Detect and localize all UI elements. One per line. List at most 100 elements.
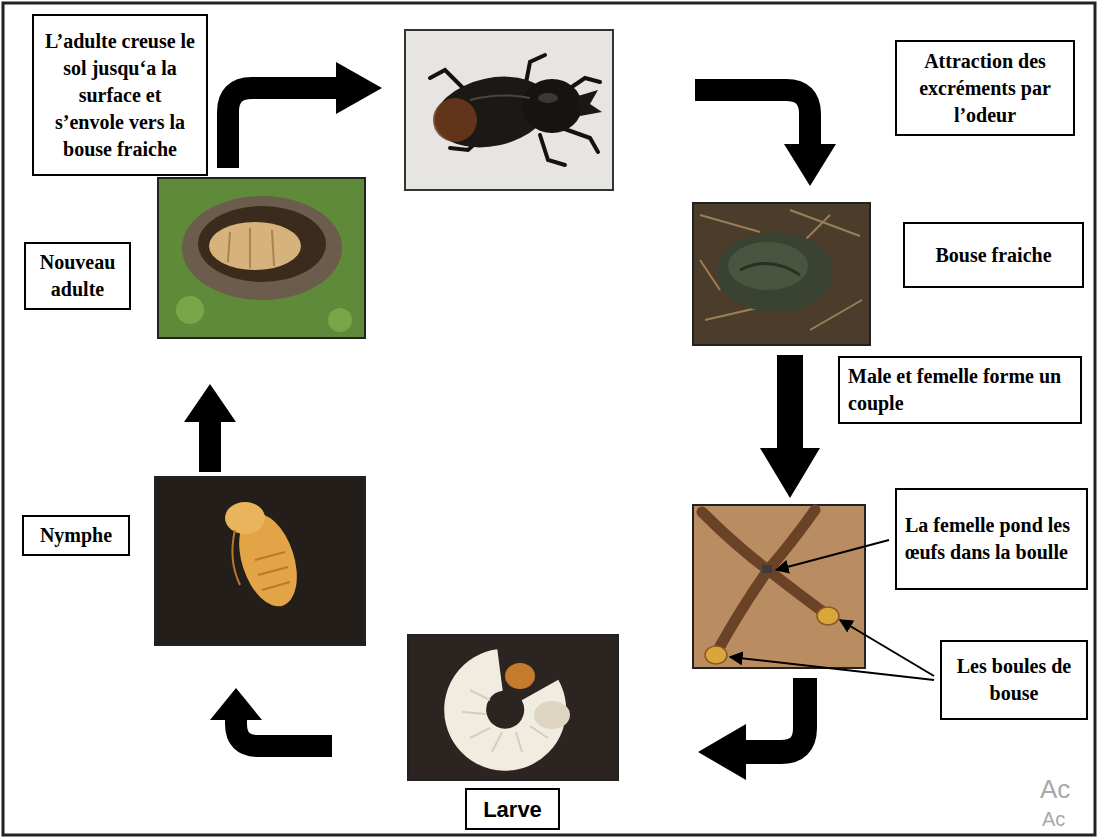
cycle-arrow-part [336,62,382,114]
cycle-arrow-part [742,678,805,752]
nymph-photo-part [225,502,265,534]
dung-photo-part-part [810,300,862,330]
new-adult-photo-part [209,222,301,270]
cycle-arrow [698,678,805,780]
outer-frame [3,3,1095,835]
stage-label-text: La femelle pond les œufs dans la boulle [905,512,1078,566]
cycle-arrow-part [784,144,836,186]
cycle-arrow-part [228,88,340,168]
dung-photo [693,203,870,345]
stage-label-text: Nouveau adulte [34,249,121,303]
beetle-photo-part [522,79,582,133]
tunnel-diagram-part [705,646,727,664]
larva-photo-part-part [470,690,490,700]
cycle-arrow-part [184,384,236,422]
larva-photo-part-part [462,712,486,714]
beetle-photo-part [578,90,602,116]
tunnel-diagram-part [817,607,839,625]
new-adult-photo-part [328,308,352,332]
nymph-photo-part [155,477,365,645]
nymph-photo-part-part [258,567,288,575]
new-adult-photo-part [158,178,365,338]
dung-photo-part-part [790,210,860,236]
cycle-arrow [210,688,332,746]
tunnel-diagram-part [762,565,772,573]
watermark-text: Ac [1040,774,1070,805]
stage-label-text: Nymphe [32,522,120,549]
stage-label-text: Bouse fraiche [913,242,1074,269]
tunnel-diagram [693,505,865,668]
dung-photo-part [728,242,808,290]
dung-photo-part [717,232,833,312]
stage-label-text: L’adulte creuse le sol jusqu‘a la surfac… [42,28,198,163]
nymph-photo-part-part [255,552,285,560]
dung-photo-part [700,210,862,330]
cycle-arrow-part [199,418,221,472]
dung-photo-part [740,264,800,275]
cycle-arrow [695,90,836,186]
nymph-photo-part-part [262,582,290,590]
beetle-photo-part [470,95,530,100]
stage-label-box: Attraction des excréments par l’odeur [895,40,1075,136]
dung-photo-part [693,203,870,345]
dung-photo-part-part [700,215,760,232]
cycle-arrow-part [236,716,332,746]
stage-label-text: Les boules de bouse [950,653,1078,707]
cycle-arrow-part [210,688,262,720]
cycle-arrow-part [695,90,810,148]
tunnel-diagram-part-part [768,570,826,614]
stage-label-box: Bouse fraiche [903,222,1084,288]
nymph-photo-part-part [232,530,240,585]
stage-label-text: Male et femelle forme un couple [848,363,1072,417]
nymph-photo [155,477,365,645]
cycle-arrow-part [760,448,820,498]
tunnel-diagram-part [702,510,826,650]
stage-label-box: Nymphe [22,515,130,556]
leader-line-part [840,620,934,676]
larva-photo-part [534,701,570,729]
beetle-photo-part-part [562,128,598,152]
new-adult-photo-part [198,206,326,282]
larva-photo-part [462,690,548,752]
new-adult-photo-part [228,228,274,268]
stage-label-box: La femelle pond les œufs dans la boulle [895,488,1088,590]
dung-photo-part-part [700,260,720,290]
stage-label-box: Male et femelle forme un couple [838,356,1082,424]
stage-label-box: Nouveau adulte [24,242,131,310]
stage-label-box: Les boules de bouse [940,640,1088,720]
larva-photo [408,635,618,780]
beetle-photo-part [433,98,477,142]
new-adult-photo [158,178,365,338]
beetle-photo [405,30,613,190]
larva-photo-part [408,635,618,780]
new-adult-photo-part-part [228,232,230,262]
cycle-arrow-part [777,355,803,452]
stage-label-text: Attraction des excréments par l’odeur [905,48,1065,129]
stage-label-box: L’adulte creuse le sol jusqu‘a la surfac… [32,14,208,176]
cycle-arrow [184,384,236,472]
stage-label-box: Larve [465,788,560,830]
new-adult-photo-part-part [249,228,251,268]
new-adult-photo-part [182,196,342,300]
new-adult-photo-part [176,296,204,324]
beetle-photo-part-part [540,135,565,165]
cycle-arrow [760,355,820,498]
tunnel-diagram-part-part [702,512,768,570]
larva-photo-part-part [516,732,522,752]
larva-photo-part-part [470,728,490,738]
stage-label-text: Larve [475,796,550,823]
cycle-arrow [228,62,382,168]
tunnel-diagram-part [693,505,865,668]
larva-photo-part-part [492,732,502,752]
beetle-photo-part [405,30,613,190]
leader-line-part [730,657,934,680]
leader-line-part [776,540,889,570]
nymph-photo-part [232,530,290,590]
new-adult-photo-part-part [272,230,274,266]
larva-photo-part [505,663,535,689]
watermark-text: Ac [1042,808,1065,831]
tunnel-diagram-part-part [718,570,768,650]
beetle-photo-part [538,93,558,103]
cycle-arrow-part [698,724,746,780]
